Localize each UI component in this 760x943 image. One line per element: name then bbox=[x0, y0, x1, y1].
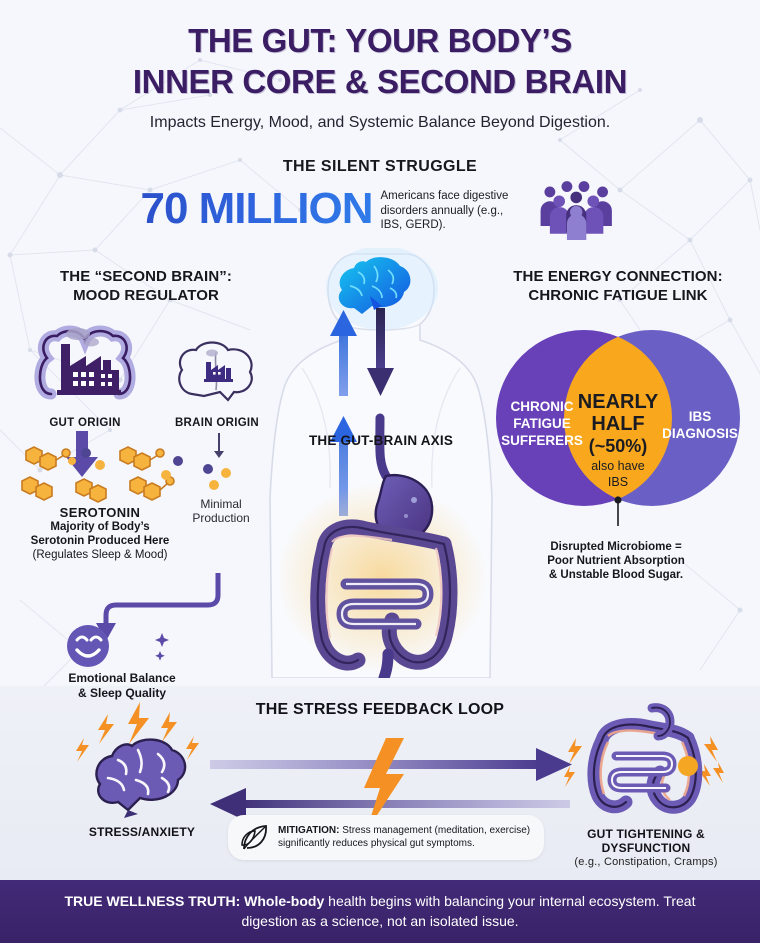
microbiome-caption: Disrupted Microbiome = Poor Nutrient Abs… bbox=[482, 540, 750, 583]
gut-dysfunction-block: GUT TIGHTENING & DYSFUNCTION (e.g., Cons… bbox=[564, 700, 728, 869]
leaf-icon bbox=[241, 825, 267, 850]
header: THE GUT: YOUR BODY’S INNER CORE & SECOND… bbox=[0, 0, 760, 132]
svg-text:NEARLY: NEARLY bbox=[578, 391, 659, 413]
stressed-brain-icon bbox=[76, 702, 199, 818]
microbiome-caption-line-3: & Unstable Blood Sugar. bbox=[548, 569, 684, 582]
svg-text:SUFFERERS: SUFFERERS bbox=[501, 433, 583, 448]
page-title-line-2: INNER CORE & SECOND BRAIN bbox=[132, 63, 628, 100]
serotonin-sub-line-1: Majority of Body’s bbox=[50, 520, 150, 533]
svg-text:CHRONIC: CHRONIC bbox=[511, 399, 574, 414]
gut-origin-label: GUT ORIGIN bbox=[49, 416, 121, 429]
crowd-of-people-icon bbox=[540, 181, 612, 240]
mitigation-label: MITIGATION: bbox=[278, 824, 340, 836]
inflammation-spot bbox=[678, 756, 698, 776]
arrow-up-lower-icon bbox=[330, 416, 357, 516]
microbiome-caption-line-2: Poor Nutrient Absorption bbox=[547, 555, 685, 568]
serotonin-text-block: SEROTONIN Majority of Body’s Serotonin P… bbox=[2, 505, 198, 562]
origin-comparison-row: GUT ORIGIN bbox=[10, 320, 282, 429]
microbiome-caption-line-1: Disrupted Microbiome = bbox=[550, 540, 682, 553]
lightning-bolt-icon bbox=[364, 738, 404, 832]
svg-text:HALF: HALF bbox=[591, 413, 644, 435]
gut-dysfunction-line-2: DYSFUNCTION bbox=[601, 841, 691, 856]
arrow-left-icon bbox=[210, 788, 570, 821]
venn-leader-dot bbox=[614, 496, 622, 504]
smiley-face-icon bbox=[67, 624, 109, 667]
small-arrow-down-icon bbox=[214, 432, 224, 458]
energy-connection-heading-line-1: THE ENERGY CONNECTION: bbox=[513, 268, 723, 285]
svg-text:FATIGUE: FATIGUE bbox=[513, 416, 571, 431]
stat-number: 70 MILLION bbox=[140, 183, 373, 233]
page-title-line-1: THE GUT: YOUR BODY’S bbox=[188, 22, 572, 59]
outcome-label: Emotional Balance & Sleep Quality bbox=[24, 671, 220, 701]
crescent-moon-icon bbox=[124, 624, 169, 668]
stat-row: 70 MILLION Americans face digestive diso… bbox=[0, 178, 760, 240]
gut-origin-block: GUT ORIGIN bbox=[20, 320, 150, 429]
serotonin-title: SEROTONIN bbox=[59, 504, 141, 520]
footer-banner: TRUE WELLNESS TRUTH: Whole-body health b… bbox=[0, 880, 760, 943]
outcome-line-2: & Sleep Quality bbox=[77, 685, 167, 700]
second-brain-heading: THE “SECOND BRAIN”: MOOD REGULATOR bbox=[10, 268, 282, 306]
gut-dysfunction-sub: (e.g., Constipation, Cramps) bbox=[574, 855, 718, 868]
merge-arrow-icon bbox=[96, 572, 221, 641]
mitigation-text: MITIGATION: Stress management (meditatio… bbox=[278, 824, 532, 850]
intestine-factory-icon bbox=[34, 325, 136, 400]
svg-text:DIAGNOSIS: DIAGNOSIS bbox=[662, 426, 738, 441]
minimal-production-line-2: Production bbox=[192, 511, 250, 526]
venn-diagram: CHRONIC FATIGUE SUFFERERS IBS DIAGNOSIS … bbox=[496, 329, 740, 526]
footer-rest-text: health begins with balancing your intern… bbox=[241, 892, 696, 929]
energy-connection-heading-line-2: CHRONIC FATIGUE LINK bbox=[528, 286, 708, 304]
minimal-production-line-1: Minimal bbox=[200, 496, 242, 511]
mitigation-body: Stress management (meditation, exercise)… bbox=[278, 824, 531, 849]
minimal-production-label: Minimal Production bbox=[178, 497, 264, 526]
stress-anxiety-label: STRESS/ANXIETY bbox=[88, 825, 196, 839]
gut-brain-axis-panel: THE GUT-BRAIN AXIS bbox=[262, 246, 500, 684]
inflamed-intestine-icon bbox=[564, 703, 724, 814]
silent-struggle-stat: THE SILENT STRUGGLE 70 MILLION Americans… bbox=[0, 158, 760, 240]
page-subtitle: Impacts Energy, Mood, and Systemic Balan… bbox=[149, 114, 611, 131]
gut-brain-axis-label: THE GUT-BRAIN AXIS bbox=[308, 433, 454, 448]
lightning-bolt-icon bbox=[76, 702, 199, 762]
stat-kicker: THE SILENT STRUGGLE bbox=[282, 158, 478, 175]
venn-left-label: CHRONIC FATIGUE SUFFERERS bbox=[501, 399, 583, 448]
brain-origin-block: BRAIN ORIGIN bbox=[162, 320, 272, 429]
outcome-line-1: Emotional Balance bbox=[68, 670, 176, 685]
footer-text: TRUE WELLNESS TRUTH: Whole-body health b… bbox=[60, 892, 700, 932]
brain-origin-label: BRAIN ORIGIN bbox=[174, 416, 260, 429]
stat-description: Americans face digestive disorders annua… bbox=[380, 190, 509, 232]
intestines-outline bbox=[316, 525, 452, 665]
serotonin-sub-line-2: Serotonin Produced Here bbox=[30, 534, 170, 547]
mitigation-callout: MITIGATION: Stress management (meditatio… bbox=[228, 815, 544, 860]
arrow-down-icon bbox=[367, 308, 394, 396]
energy-connection-panel: THE ENERGY CONNECTION: CHRONIC FATIGUE L… bbox=[482, 268, 754, 581]
brain-factory-icon bbox=[178, 341, 253, 402]
venn-right-label: IBS DIAGNOSIS bbox=[662, 409, 738, 441]
svg-text:(~50%): (~50%) bbox=[589, 436, 648, 456]
second-brain-panel: THE “SECOND BRAIN”: MOOD REGULATOR bbox=[10, 268, 282, 700]
human-body-silhouette-icon bbox=[269, 246, 493, 684]
blue-brain-icon bbox=[338, 257, 411, 314]
footer-strong-text: TRUE WELLNESS TRUTH: Whole-body bbox=[64, 892, 325, 909]
second-brain-heading-line-1: THE “SECOND BRAIN”: bbox=[60, 268, 232, 285]
gut-dysfunction-label: GUT TIGHTENING & DYSFUNCTION (e.g., Cons… bbox=[564, 827, 728, 869]
gut-dysfunction-line-1: GUT TIGHTENING & bbox=[587, 827, 705, 841]
serotonin-molecules-icon bbox=[21, 445, 183, 503]
outcome-icons bbox=[67, 624, 169, 668]
feedback-loop-arrows bbox=[210, 738, 572, 832]
svg-text:IBS: IBS bbox=[689, 409, 712, 424]
serotonin-note: (Regulates Sleep & Mood) bbox=[32, 548, 168, 561]
second-brain-heading-line-2: MOOD REGULATOR bbox=[73, 286, 219, 304]
stress-brain-block: STRESS/ANXIETY bbox=[62, 700, 222, 839]
stress-feedback-title: THE STRESS FEEDBACK LOOP bbox=[255, 701, 505, 718]
minimal-serotonin-dots-icon bbox=[203, 463, 231, 490]
lightning-bolt-icon bbox=[564, 736, 724, 787]
svg-text:IBS: IBS bbox=[608, 475, 628, 489]
svg-text:also have: also have bbox=[591, 459, 645, 473]
energy-connection-heading: THE ENERGY CONNECTION: CHRONIC FATIGUE L… bbox=[482, 268, 754, 306]
arrow-up-upper-icon bbox=[330, 310, 357, 396]
